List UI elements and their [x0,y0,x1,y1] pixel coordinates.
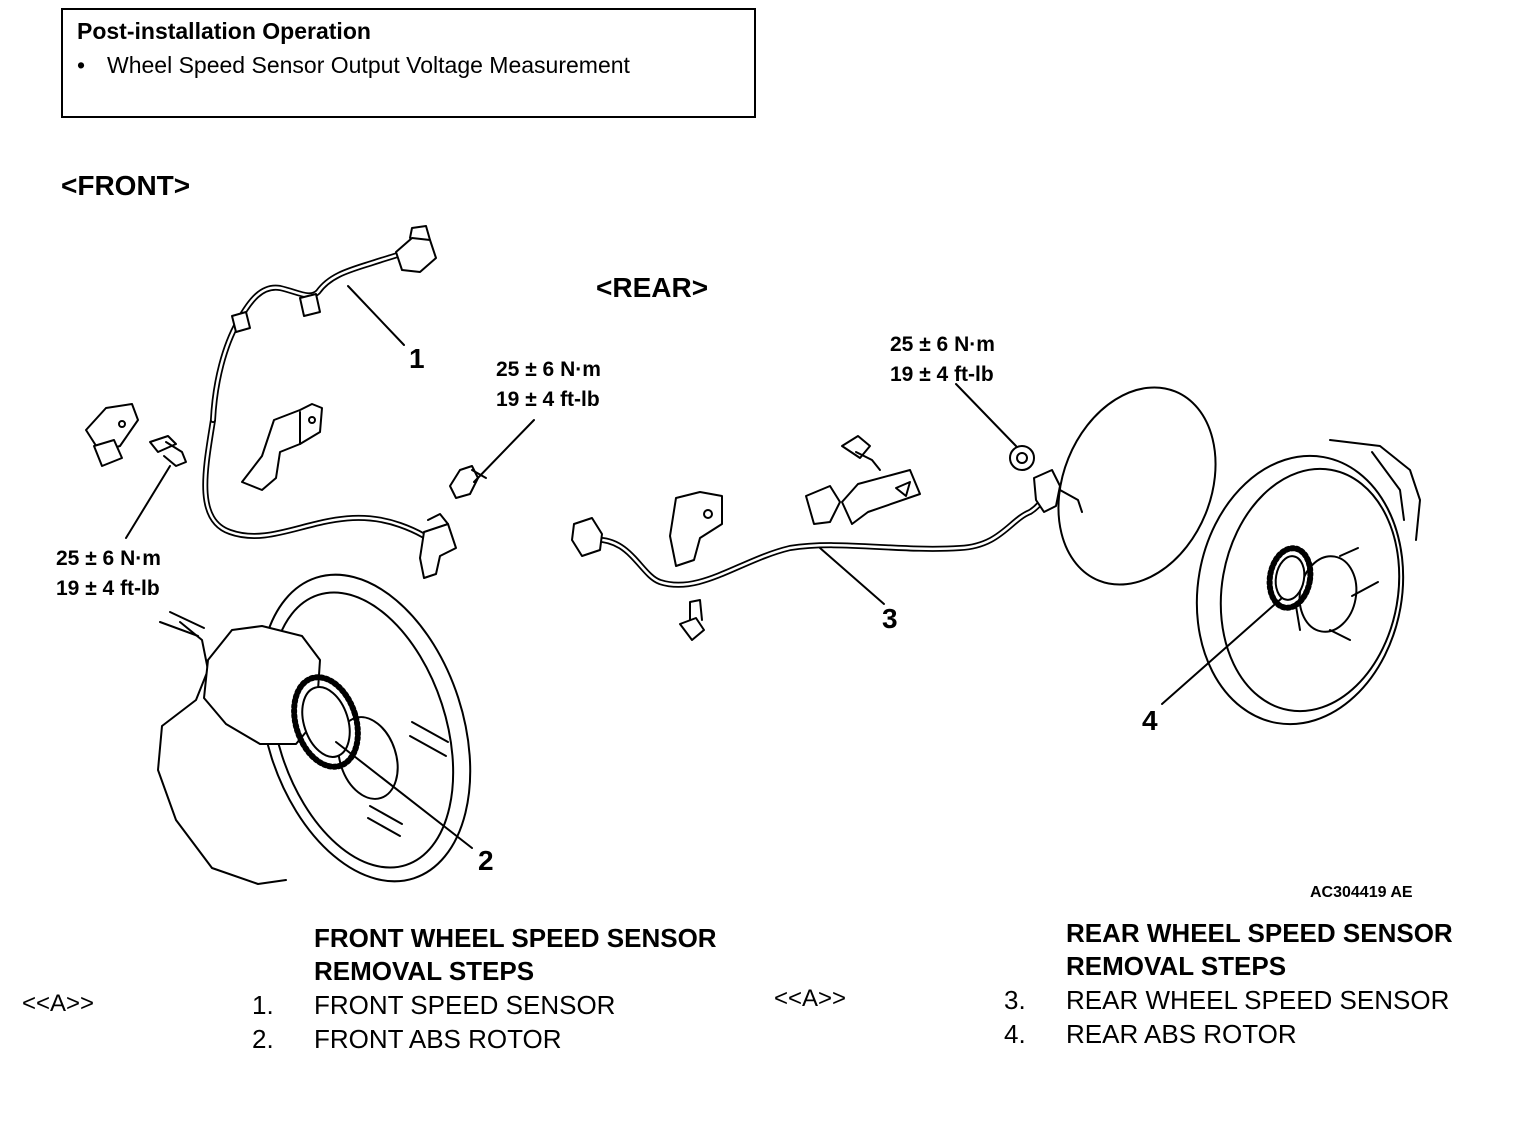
section-label-front: <FRONT> [61,170,191,201]
rear-backing-plate [1030,364,1244,609]
rear-steps-title-line2: REMOVAL STEPS [1066,951,1287,981]
front-speed-sensor-harness [205,226,456,578]
step-number: 4. [1004,1019,1026,1049]
front-abs-rotor [283,669,368,775]
step-number: 3. [1004,985,1026,1015]
torque-ftlb: 19 ± 4 ft-lb [496,388,600,411]
front-bolt-left [150,436,186,466]
front-bolt-right [450,466,486,498]
rear-bolt-top [842,436,880,470]
rear-step-4: 4. REAR ABS ROTOR [1004,1017,1297,1051]
leader-4 [1162,598,1282,704]
post-installation-item-text: Wheel Speed Sensor Output Voltage Measur… [107,52,630,78]
callout-1: 1 [409,343,425,374]
rear-harness-bracket [670,492,722,566]
leader-1 [348,286,404,345]
rear-speed-sensor-harness [572,470,1082,585]
torque-spec-rear: 25 ± 6 N·m 19 ± 4 ft-lb [890,330,995,390]
rear-harness-clamp [806,470,920,524]
leader-torque-front-right [474,420,534,482]
torque-ftlb: 19 ± 4 ft-lb [890,363,994,386]
torque-spec-front-left: 25 ± 6 N·m 19 ± 4 ft-lb [56,544,161,604]
torque-nm: 25 ± 6 N·m [890,333,995,356]
front-step-1: 1. FRONT SPEED SENSOR [252,988,615,1022]
post-installation-title: Post-installation Operation [77,18,371,44]
rear-steps-title: REAR WHEEL SPEED SENSOR REMOVAL STEPS [1066,917,1453,983]
rear-abs-rotor [1265,545,1315,611]
rear-bolt-right [1010,446,1034,470]
rear-bolt-bottom [680,600,704,640]
section-label-rear: <REAR> [596,272,709,303]
front-clip [86,404,138,466]
callout-3: 3 [882,603,898,634]
step-label: REAR WHEEL SPEED SENSOR [1066,985,1450,1015]
callout-4: 4 [1142,705,1158,736]
front-steps-title-line2: REMOVAL STEPS [314,956,535,986]
callout-2: 2 [478,845,494,876]
front-harness-bracket [242,404,322,490]
front-steps-title: FRONT WHEEL SPEED SENSOR REMOVAL STEPS [314,922,717,988]
leader-3 [820,548,884,604]
step-number: 1. [252,990,274,1020]
leader-torque-rear [956,384,1016,446]
front-step-2: 2. FRONT ABS ROTOR [252,1022,562,1056]
figure-id: AC304419 AE [1310,884,1413,901]
step-label: REAR ABS ROTOR [1066,1019,1297,1049]
leader-2 [336,742,472,848]
rear-step-marker: <<A>> [774,985,847,1012]
post-installation-box: Post-installation Operation • Wheel Speed… [61,8,756,118]
step-number: 2. [252,1024,274,1054]
leader-lines [126,286,1282,848]
torque-ftlb: 19 ± 4 ft-lb [56,577,160,600]
leader-torque-front-left [126,466,170,538]
front-step-marker: <<A>> [22,990,95,1017]
step-label: FRONT ABS ROTOR [314,1024,562,1054]
bullet-glyph: • [77,52,86,78]
post-installation-item: • Wheel Speed Sensor Output Voltage Measu… [77,52,630,79]
torque-spec-front-right: 25 ± 6 N·m 19 ± 4 ft-lb [496,355,601,415]
front-steps-title-line1: FRONT WHEEL SPEED SENSOR [314,923,717,953]
torque-nm: 25 ± 6 N·m [496,358,601,381]
rear-steps-title-line1: REAR WHEEL SPEED SENSOR [1066,918,1453,948]
step-label: FRONT SPEED SENSOR [314,990,616,1020]
torque-nm: 25 ± 6 N·m [56,547,161,570]
rear-step-3: 3. REAR WHEEL SPEED SENSOR [1004,983,1449,1017]
